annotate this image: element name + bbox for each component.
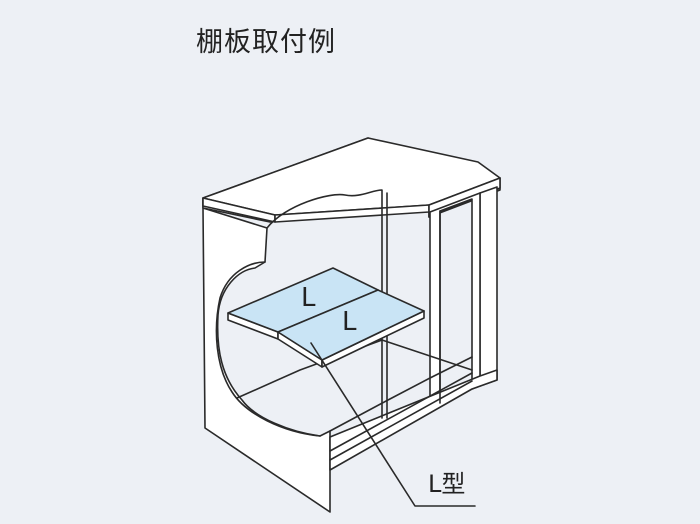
callout-label: L型	[428, 470, 465, 498]
shelf-label-right: L	[342, 307, 357, 337]
diagram-title: 棚板取付例	[196, 27, 336, 58]
shelf: L L	[227, 267, 425, 368]
shelf-label-left: L	[301, 283, 316, 313]
cabinet-body	[202, 137, 501, 513]
callout: L型	[310, 342, 476, 507]
cabinet-interior	[215, 189, 473, 461]
shelf-board-right	[277, 289, 425, 361]
leader-line	[310, 342, 476, 507]
